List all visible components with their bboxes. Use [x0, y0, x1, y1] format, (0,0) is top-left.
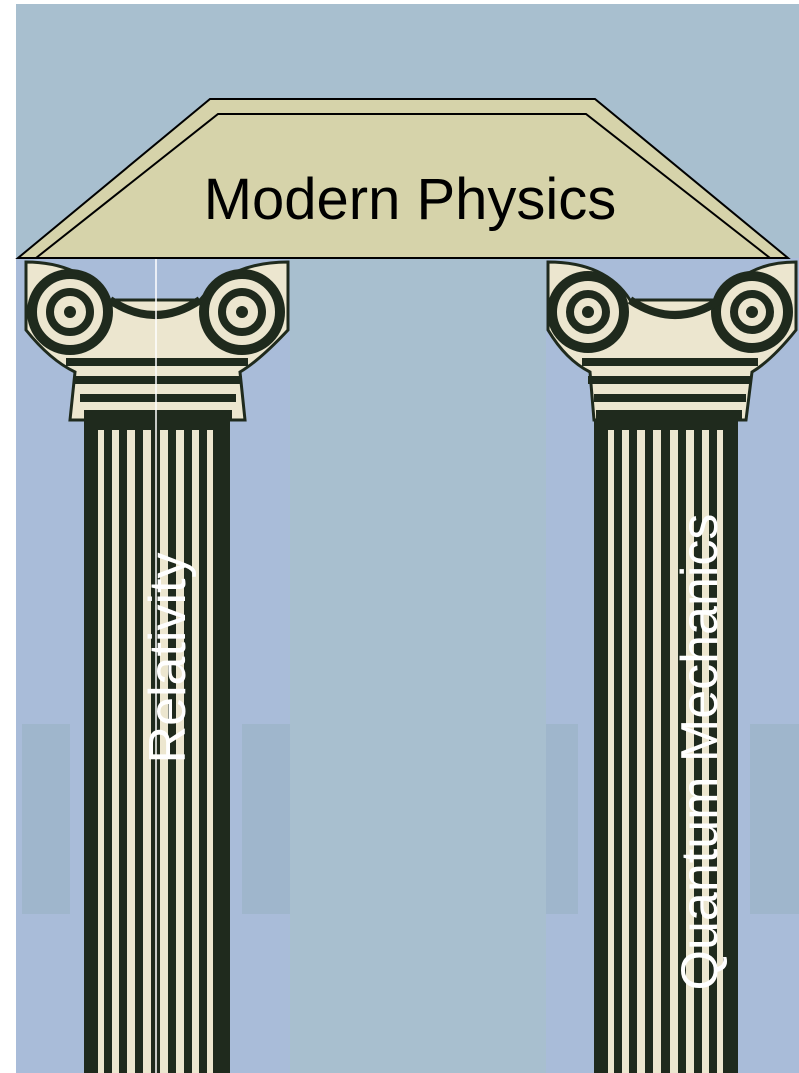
right-capital [548, 262, 796, 420]
pediment-title: Modern Physics [180, 160, 640, 240]
left-capital [26, 262, 288, 420]
pillar-label-relativity: Relativity [138, 538, 198, 778]
pillar-label-quantum-mechanics: Quantum Mechanics [670, 492, 730, 1012]
